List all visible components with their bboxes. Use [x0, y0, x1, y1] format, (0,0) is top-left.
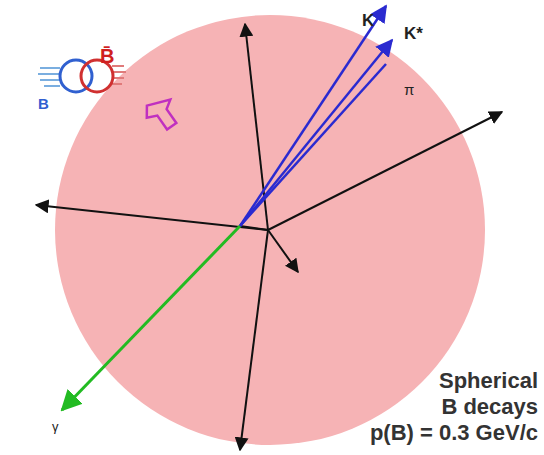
boost-arrow [143, 96, 180, 131]
particle-label: π [404, 82, 414, 97]
particle-label: γ [52, 420, 59, 433]
particle-label: K* [404, 25, 423, 42]
note-text: B decays [441, 396, 538, 418]
particle-label: K [362, 12, 374, 29]
photon-track [62, 226, 240, 410]
note-text: Spherical [439, 370, 538, 392]
meson-label: B̄ [100, 46, 114, 66]
meson-label: B [38, 96, 49, 111]
note-text: p(B) = 0.3 GeV/c [370, 422, 538, 444]
